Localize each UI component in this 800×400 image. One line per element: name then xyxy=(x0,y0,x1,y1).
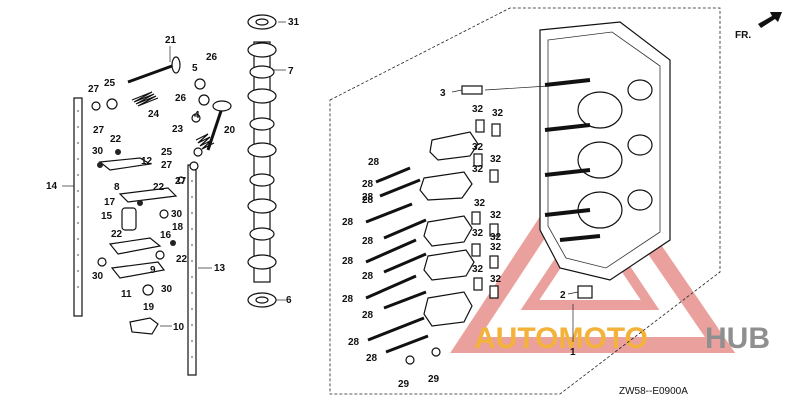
callout-8: 8 xyxy=(114,182,120,193)
diagram-code: ZW58--E0900A xyxy=(619,386,688,397)
callout-7: 7 xyxy=(288,66,294,77)
callout-27: 27 xyxy=(175,176,187,187)
callout-32: 32 xyxy=(490,274,502,285)
callout-28: 28 xyxy=(362,192,374,203)
callout-11: 11 xyxy=(121,289,132,300)
callout-28: 28 xyxy=(342,256,354,267)
direction-label: FR. xyxy=(735,30,751,41)
callout-4: 4 xyxy=(194,110,200,121)
callout-2: 2 xyxy=(560,290,566,301)
camshaft-holders xyxy=(419,131,479,327)
callout-28: 28 xyxy=(362,195,374,206)
camshaft xyxy=(247,14,277,308)
exhaust-valve xyxy=(206,100,232,151)
callout-32: 32 xyxy=(472,228,484,239)
front-direction-indicator: FR. xyxy=(735,12,782,41)
callout-9: 9 xyxy=(150,265,156,276)
callout-28: 28 xyxy=(362,179,374,190)
callout-28: 28 xyxy=(366,353,378,364)
oil-pipe-pin xyxy=(461,85,483,95)
callout-15: 15 xyxy=(101,211,113,222)
callout-32: 32 xyxy=(472,164,484,175)
dowel-pins xyxy=(471,119,501,299)
callout-22: 22 xyxy=(176,254,188,265)
callout-19: 19 xyxy=(143,302,155,313)
callout-17: 17 xyxy=(104,197,116,208)
callout-32: 32 xyxy=(490,154,502,165)
callout-30: 30 xyxy=(171,209,183,220)
callout-12: 12 xyxy=(141,156,153,167)
callout-28: 28 xyxy=(348,337,360,348)
callout-25: 25 xyxy=(161,147,173,158)
callout-31: 31 xyxy=(288,17,300,28)
callout-30: 30 xyxy=(92,146,104,157)
callout-22: 22 xyxy=(153,182,165,193)
callout-13: 13 xyxy=(214,263,226,274)
callout-32: 32 xyxy=(490,210,502,221)
callout-3: 3 xyxy=(440,88,446,99)
callout-30: 30 xyxy=(161,284,173,295)
callout-32: 32 xyxy=(472,264,484,275)
callout-28: 28 xyxy=(342,217,354,228)
cylinder-head-frame xyxy=(329,7,721,395)
callout-20: 20 xyxy=(224,125,236,136)
watermark-secondary: HUB xyxy=(705,322,770,355)
callout-28: 28 xyxy=(342,294,354,305)
callout-16: 16 xyxy=(160,230,172,241)
valve-retainers xyxy=(91,78,210,184)
valve-spring-24 xyxy=(131,91,159,107)
cylinder-head xyxy=(539,21,671,281)
callout-22: 22 xyxy=(111,229,123,240)
watermark-primary: AUTOMOTO xyxy=(474,322,648,355)
intake-valve xyxy=(127,56,181,84)
callout-18: 18 xyxy=(172,222,184,233)
dowel-pin-2 xyxy=(577,285,593,299)
callout-labels: 21 26 5 31 7 27 25 26 24 4 20 23 27 22 3… xyxy=(46,17,576,390)
callout-21: 21 xyxy=(165,35,177,46)
callout-32: 32 xyxy=(490,232,502,243)
callout-23: 23 xyxy=(172,124,184,135)
callout-27: 27 xyxy=(88,84,100,95)
callout-28: 28 xyxy=(362,271,374,282)
callout-24: 24 xyxy=(148,109,160,120)
callout-30: 30 xyxy=(92,271,104,282)
callout-26: 26 xyxy=(206,52,218,63)
callout-25: 25 xyxy=(104,78,116,89)
callout-32: 32 xyxy=(472,104,484,115)
callout-6: 6 xyxy=(286,295,292,306)
callout-10: 10 xyxy=(173,322,185,333)
callout-28: 28 xyxy=(368,157,380,168)
rocker-arms xyxy=(97,149,178,335)
callout-32: 32 xyxy=(490,242,502,253)
callout-32: 32 xyxy=(492,108,504,119)
rocker-shaft-13 xyxy=(187,164,197,376)
callout-32: 32 xyxy=(474,198,486,209)
callout-28: 28 xyxy=(362,236,374,247)
callout-14: 14 xyxy=(46,181,58,192)
rocker-shaft-14 xyxy=(73,97,83,317)
callout-1: 1 xyxy=(570,347,576,358)
callout-27: 27 xyxy=(161,160,173,171)
callout-22: 22 xyxy=(110,134,122,145)
callout-28: 28 xyxy=(362,310,374,321)
callout-29: 29 xyxy=(398,379,410,390)
callout-29: 29 xyxy=(428,374,440,385)
valve-spring-23 xyxy=(195,133,215,150)
callout-32: 32 xyxy=(472,142,484,153)
callout-26: 26 xyxy=(175,93,187,104)
arrow-icon xyxy=(758,12,782,28)
holder-bolts xyxy=(365,166,441,365)
leader-lines xyxy=(62,21,579,342)
callout-27: 27 xyxy=(93,125,105,136)
callout-5: 5 xyxy=(192,63,198,74)
